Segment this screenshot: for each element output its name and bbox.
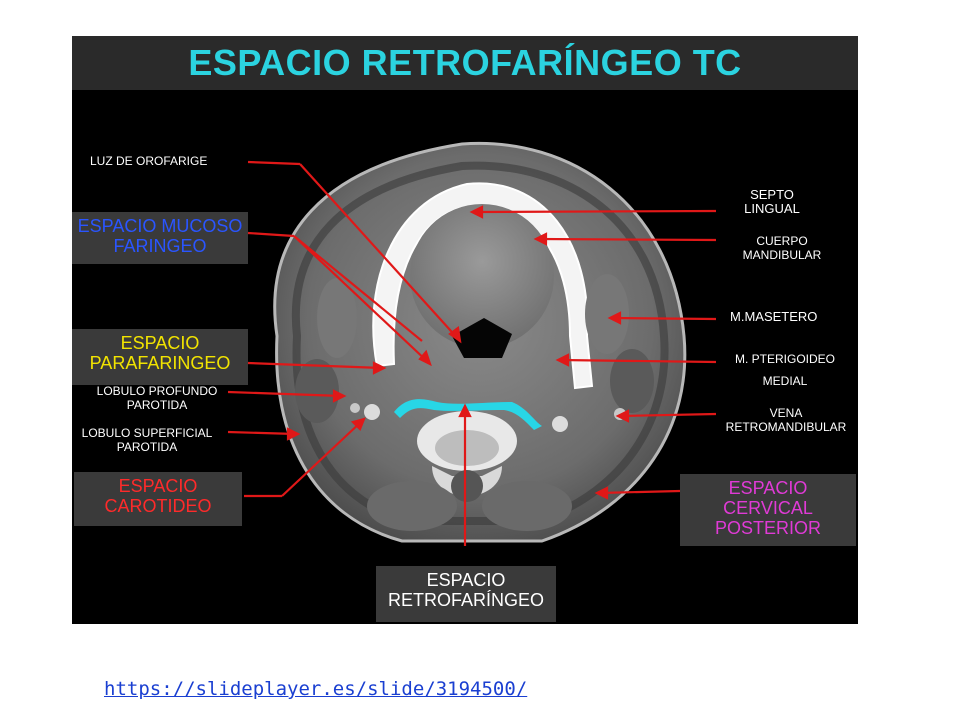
label-vena-retromandibular: VENA RETROMANDIBULAR — [725, 406, 847, 434]
label-septo-lingual: SEPTO LINGUAL — [744, 187, 800, 216]
tongue — [410, 204, 554, 348]
label-lobulo-superficial: LOBULO SUPERFICIAL PAROTIDA — [81, 426, 213, 454]
label-luz-orofaringe: LUZ DE OROFARIGE — [90, 154, 208, 168]
annotation-arrows — [227, 160, 717, 546]
box-espacio-carotideo: ESPACIO CAROTIDEO — [74, 472, 242, 526]
source-link[interactable]: https://slideplayer.es/slide/3194500/ — [104, 678, 528, 700]
box-espacio-mucoso-faringeo: ESPACIO MUCOSO FARINGEO — [72, 212, 248, 264]
box-espacio-cervical-posterior: ESPACIO CERVICAL POSTERIOR — [680, 474, 856, 546]
label-cuerpo-mandibular: CUERPO MANDIBULAR — [742, 234, 822, 262]
box-espacio-retrofaringeo: ESPACIO RETROFARÍNGEO — [376, 566, 556, 622]
oropharynx-airway — [452, 318, 512, 358]
slide-title: ESPACIO RETROFARÍNGEO TC — [188, 42, 742, 83]
label-pterigoideo-medial: M. PTERIGOIDEO MEDIAL — [734, 352, 835, 388]
ct-panel: ESPACIO RETROFARÍNGEO TC LUZ DE OROFARIG… — [72, 36, 858, 624]
retropharyngeal-highlight — [394, 399, 542, 430]
label-masetero: M.MASETERO — [730, 309, 818, 324]
label-lobulo-profundo: LOBULO PROFUNDO PAROTIDA — [96, 384, 218, 412]
box-espacio-parafaringeo: ESPACIO PARAFARINGEO — [72, 329, 248, 385]
title-bar — [72, 36, 858, 90]
ct-scan-image — [227, 141, 717, 546]
